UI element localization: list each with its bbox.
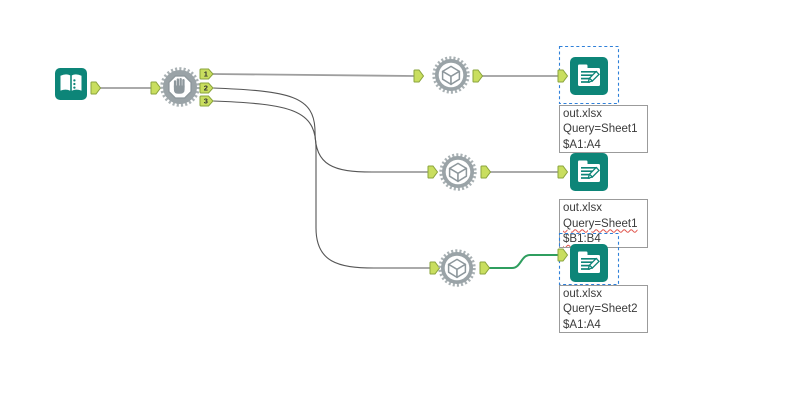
block-input-anchor[interactable] [150, 81, 161, 95]
selection-border-output-3 [558, 232, 620, 286]
block-until-done-tool[interactable] [160, 67, 200, 107]
wire-block-out3-to-macro3[interactable] [212, 100, 430, 269]
macro-tool-3[interactable] [438, 249, 476, 287]
anchor-label-2: 2 [204, 84, 208, 93]
block-output-anchor-1[interactable]: 1 [199, 68, 214, 80]
hand-icon [173, 78, 185, 94]
annotation-line: Query=Sheet2 [563, 303, 638, 316]
macro1-input-anchor[interactable] [413, 69, 424, 83]
annotation-line: out.xlsx [563, 287, 602, 300]
macro2-input-anchor[interactable] [427, 165, 438, 179]
anchor-label-3: 3 [204, 97, 208, 106]
anchor-label-1: 1 [204, 70, 208, 79]
macro1-output-anchor[interactable] [472, 69, 483, 83]
wire-block-out2-to-macro2[interactable] [212, 87, 428, 173]
wire-block-out1-to-macro1[interactable] [212, 73, 415, 77]
annotation-line: Query=Sheet1 [563, 123, 638, 136]
annotation-line: Query=Sheet1 [563, 217, 638, 230]
annotation-output-1[interactable]: out.xlsx Query=Sheet1 $A1:A4 [559, 104, 648, 153]
annotation-line: $B1:B4 [563, 233, 601, 246]
output2-input-anchor[interactable] [557, 165, 568, 179]
input-data-tile [55, 68, 87, 100]
macro-tool-1[interactable] [432, 56, 470, 94]
macro-tool-2[interactable] [439, 153, 477, 191]
wire-macro3-to-output3-selected[interactable] [489, 254, 558, 269]
output-data-tool-2[interactable] [569, 152, 609, 192]
output1-input-anchor[interactable] [557, 69, 568, 83]
gear-ring [160, 67, 200, 107]
annotation-line: out.xlsx [563, 107, 602, 120]
annotation-line: $A1:A4 [563, 138, 601, 151]
input-data-output-anchor[interactable] [90, 81, 101, 95]
output-data-tool-1[interactable] [569, 56, 609, 96]
block-output-anchor-3[interactable]: 3 [199, 95, 214, 107]
annotation-output-2[interactable]: out.xlsx Query=Sheet1 $B1:B4 [559, 199, 648, 248]
output-data-tool-3[interactable] [569, 243, 609, 283]
block-output-anchor-2[interactable]: 2 [199, 82, 214, 94]
annotation-line: out.xlsx [563, 202, 602, 214]
macro3-input-anchor[interactable] [429, 261, 440, 275]
open-book-icon [60, 74, 82, 91]
macro3-output-anchor[interactable] [479, 261, 490, 275]
output3-input-anchor[interactable] [557, 248, 568, 262]
macro2-output-anchor[interactable] [480, 165, 491, 179]
annotation-line: $A1:A4 [563, 318, 601, 331]
input-data-tool[interactable] [55, 68, 87, 100]
